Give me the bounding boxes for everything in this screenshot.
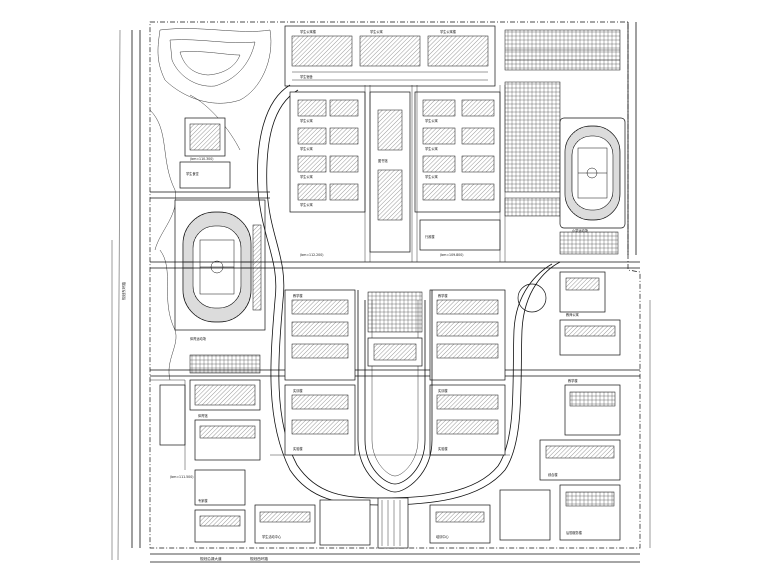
dorm-n3-label: 学生公寓楼 <box>440 29 457 34</box>
elev-2: (bm=112.200) <box>300 253 323 257</box>
east-3-label: 综合楼 <box>548 472 558 477</box>
dorm-n1-label: 学生公寓楼 <box>300 29 317 34</box>
road-labels: 规划东环路 规划沿湖大道 规划西环路 <box>121 282 268 561</box>
east-stadium: 小学运动场 <box>559 117 626 233</box>
main-stadium-label: 体育运动场 <box>190 336 206 341</box>
dorm-m4-label: 学生公寓 <box>300 202 313 207</box>
south-3-label: 培训中心 <box>436 534 450 539</box>
ring-road <box>257 84 561 506</box>
south-gate <box>377 497 409 549</box>
dorm-n2-label: 学生公寓 <box>370 29 383 34</box>
dorm-n4-label: 学生宿舍 <box>300 74 314 79</box>
elevation-notes: (bm=110.300) (bm=112.200) (bm=109.800) (… <box>170 157 463 479</box>
teach-3-label: 实训楼 <box>293 388 303 393</box>
dorm-r1-label: 学生公寓 <box>425 118 438 123</box>
northeast-court-grid <box>504 29 621 217</box>
elev-4: (bm=111.500) <box>170 475 193 479</box>
outer-roads <box>111 22 651 563</box>
east-1-label: 教师公寓 <box>566 312 579 317</box>
north-building-strip <box>284 25 496 87</box>
central-roads <box>150 191 640 377</box>
admin-label: 行政楼 <box>425 234 435 239</box>
east-cluster: 教师公寓 教学楼 综合楼 <box>517 271 621 481</box>
gym-label: 体育馆 <box>198 413 208 418</box>
dorm-m1-label: 学生公寓 <box>300 118 313 123</box>
road-west-label: 规划东环路 <box>121 282 126 300</box>
west-courts <box>189 354 261 411</box>
lab-2-label: 实验楼 <box>438 446 448 451</box>
central-plaza <box>357 290 433 493</box>
dorm-m3-label: 学生公寓 <box>300 174 313 179</box>
teach-2-label: 教学楼 <box>438 293 448 298</box>
dorm-m2-label: 学生公寓 <box>300 146 313 151</box>
lab-1-label: 实验楼 <box>293 446 303 451</box>
south-1-label: 专家楼 <box>198 498 208 503</box>
north-labels: 学生公寓楼 学生公寓 学生公寓楼 学生宿舍 学生公寓 学生公寓 学生公寓 学生公… <box>300 29 457 239</box>
canteen-label: 学生食堂 <box>186 171 199 176</box>
south-row: 学生活动中心 培训中心 后勤服务楼 <box>254 484 621 546</box>
south-4-label: 后勤服务楼 <box>566 530 583 535</box>
teach-4-label: 实训楼 <box>438 388 448 393</box>
dorm-blocks-north <box>289 91 619 255</box>
south-2-label: 学生活动中心 <box>262 534 282 539</box>
center-lib-label: 图书馆 <box>378 158 388 163</box>
east-stadium-label: 小学运动场 <box>572 228 588 233</box>
dorm-r3-label: 学生公寓 <box>425 174 438 179</box>
west-upper-buildings: 学生食堂 <box>179 117 231 189</box>
road-south-1-label: 规划沿湖大道 <box>200 556 222 561</box>
east-2-label: 教学楼 <box>568 378 578 383</box>
internal-paths <box>150 85 510 470</box>
teach-1-label: 教学楼 <box>293 293 303 298</box>
dorm-r2-label: 学生公寓 <box>425 146 438 151</box>
academic-core: 教学楼 教学楼 实训楼 实训楼 实验楼 实验楼 <box>284 289 506 456</box>
elev-3: (bm=109.800) <box>440 253 463 257</box>
west-lower-cluster: 体育馆 专家楼 <box>159 384 261 543</box>
elev-1: (bm=110.300) <box>190 157 213 161</box>
main-stadium: 体育运动场 <box>174 199 266 341</box>
road-south-2-label: 规划西环路 <box>250 556 268 561</box>
